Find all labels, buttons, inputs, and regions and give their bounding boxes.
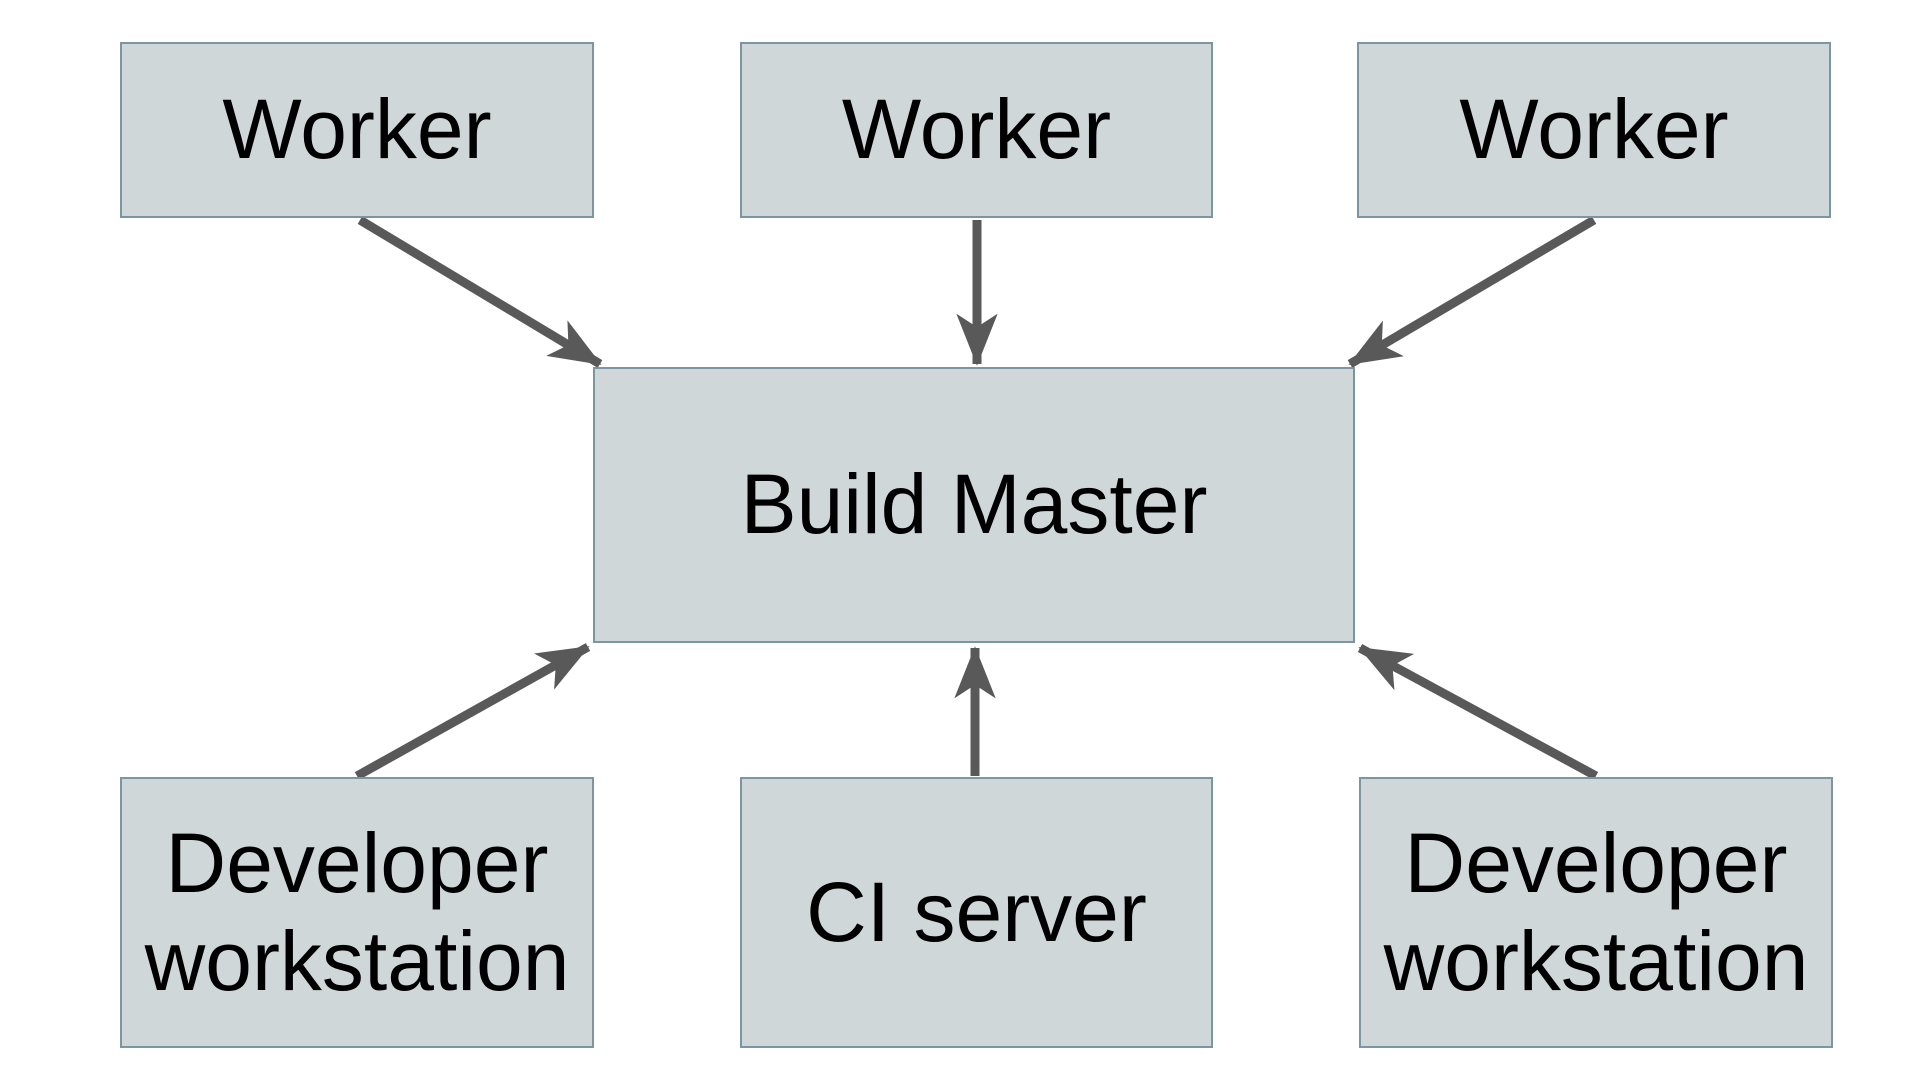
edge-dev-right-to-build-master xyxy=(1357,644,1599,780)
edge-dev-left-to-build-master xyxy=(354,643,591,780)
edge-worker3-to-build-master xyxy=(1347,216,1597,368)
node-build-master: Build Master xyxy=(593,367,1355,643)
node-build-master-label: Build Master xyxy=(740,457,1208,552)
node-ci-server-label: CI server xyxy=(806,864,1147,959)
node-ci-server: CI server xyxy=(740,777,1213,1048)
node-worker-2-label: Worker xyxy=(841,82,1112,177)
node-developer-workstation-right: Developer workstation xyxy=(1359,777,1833,1048)
node-developer-workstation-right-label: Developer workstation xyxy=(1383,816,1809,1008)
node-developer-workstation-left-label: Developer workstation xyxy=(144,816,570,1008)
node-worker-3-label: Worker xyxy=(1459,82,1729,177)
node-worker-2: Worker xyxy=(740,42,1213,218)
node-worker-1-label: Worker xyxy=(222,82,492,177)
node-worker-1: Worker xyxy=(120,42,594,218)
edge-worker1-to-build-master xyxy=(357,216,603,368)
node-developer-workstation-left: Developer workstation xyxy=(120,777,594,1048)
node-worker-3: Worker xyxy=(1357,42,1831,218)
